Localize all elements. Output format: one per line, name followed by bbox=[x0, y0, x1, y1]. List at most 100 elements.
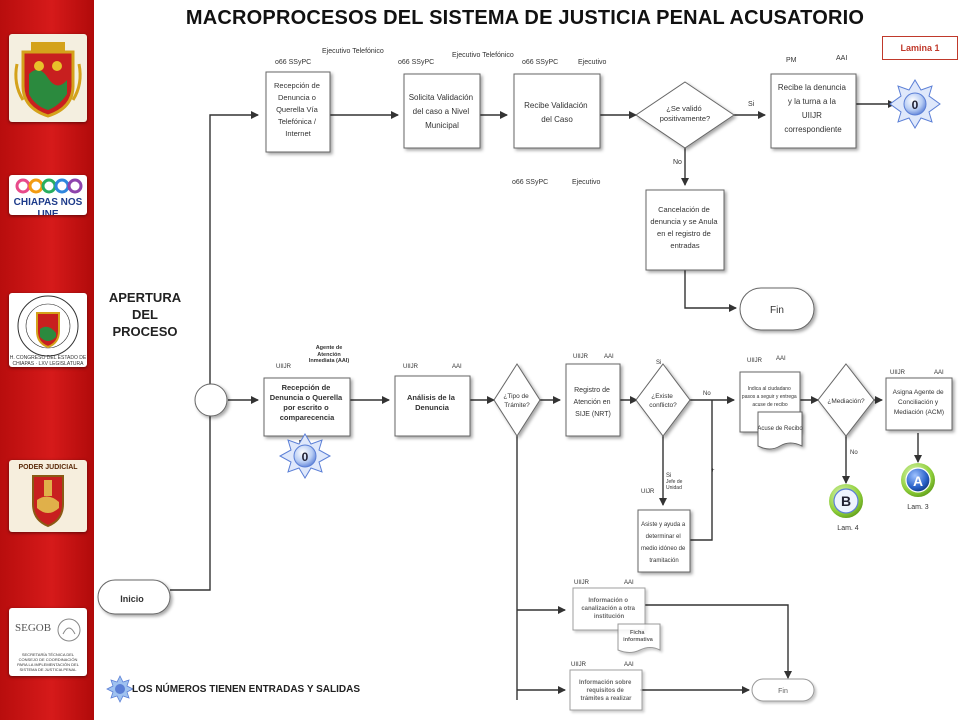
box-text: Recibe la denuncia bbox=[778, 83, 847, 92]
role-label: AAI bbox=[452, 364, 462, 370]
role-label: Ejecutivo Telefónico bbox=[452, 52, 514, 59]
legend-note: LOS NÚMEROS TIENEN ENTRADAS Y SALIDAS bbox=[132, 684, 360, 695]
svg-text:Ficha informativa: Ficha informativa bbox=[623, 630, 654, 643]
process-box-recibe-denuncia: Recibe la denuncia y la turna a la UIIJR… bbox=[770, 73, 857, 149]
box-text: en el registro de bbox=[657, 229, 711, 238]
role-label: AAI bbox=[624, 662, 634, 668]
svg-text:Análisis de la Denuncia: Análisis de la Denuncia bbox=[407, 393, 457, 412]
box-text: Asiste y ayuda a bbox=[641, 522, 686, 528]
top-flow-roles: o66 SSyPC Ejecutivo Telefónico o66 SSyPC… bbox=[275, 48, 847, 186]
terminator-inicio: Inicio bbox=[97, 579, 171, 615]
svg-text:Recepción de Denuncia o: Recepción de Denuncia o Querella por esc… bbox=[270, 383, 345, 422]
box-text: tramitación bbox=[649, 558, 678, 564]
process-box-canalizacion: Información o canalización a otra instit… bbox=[572, 587, 646, 631]
section-label-line: DEL bbox=[132, 307, 158, 322]
box-text: Denuncia o bbox=[278, 93, 316, 102]
box-text: Recepción de bbox=[282, 383, 331, 392]
connector-number: 0 bbox=[302, 450, 309, 464]
process-box-asiste-ayuda: Asiste y ayuda a determinar el medio idó… bbox=[637, 509, 691, 573]
box-text: acuse de recibo bbox=[752, 402, 788, 408]
role-label: Ejecutivo bbox=[578, 59, 607, 66]
terminator-fin-bottom: Fin bbox=[751, 678, 815, 702]
chiapas-coat-of-arms-logo bbox=[9, 34, 87, 122]
section-label-line: APERTURA bbox=[108, 290, 182, 305]
page-title: MACROPROCESOS DEL SISTEMA DE JUSTICIA PE… bbox=[185, 7, 865, 29]
box-text: Análisis de la bbox=[407, 393, 456, 402]
box-text: Recibe Validación bbox=[524, 101, 587, 110]
role-label: UIIJR bbox=[403, 364, 419, 370]
box-text: Denuncia o Querella bbox=[270, 393, 343, 402]
box-text: correspondiente bbox=[784, 125, 842, 134]
connector-lines bbox=[170, 100, 922, 700]
role-label: Agente de Atención Inmediata (AAI) bbox=[308, 345, 350, 364]
box-text: SIJE (NRT) bbox=[575, 411, 611, 418]
role-label: UIIJR bbox=[574, 580, 590, 586]
box-text: Recepción de bbox=[274, 81, 320, 90]
role-label: UIIJR bbox=[573, 354, 589, 360]
terminator-fin-top: Fin bbox=[739, 287, 815, 331]
decision-tipo-tramite: ¿Tipo de Trámite? bbox=[493, 363, 541, 437]
inicio-text: Inicio bbox=[120, 594, 144, 604]
connector-ref: Lam. 4 bbox=[837, 525, 859, 532]
process-box-requisitos: Información sobre requisitos de trámites… bbox=[569, 669, 643, 711]
process-box-cancelacion: Cancelación de denuncia y se Anula en el… bbox=[645, 189, 725, 271]
decision-text: ¿Existe bbox=[651, 393, 673, 400]
role-label: o66 SSyPC bbox=[512, 179, 548, 186]
svg-text:Cancelación de denuncia: Cancelación de denuncia y se Anula en el… bbox=[650, 205, 719, 250]
box-text: determinar el bbox=[646, 534, 681, 540]
role-label: Jefe de Unidad bbox=[666, 479, 683, 491]
box-text: Telefónica / bbox=[278, 117, 317, 126]
segob-text: SEGOB bbox=[15, 622, 52, 634]
svg-text:Registro de Atención en: Registro de Atención en SIJE (NRT) bbox=[574, 387, 613, 418]
process-box-asigna-agente: Asigna Agente de Conciliación y Mediació… bbox=[885, 377, 953, 431]
svg-text:Solicita Validación del: Solicita Validación del caso a Nivel Mun… bbox=[409, 93, 476, 130]
acuse-text: Acuse de Recibo bbox=[757, 426, 803, 432]
svg-text:Indica al ciudadano paso: Indica al ciudadano pasos a seguir y ent… bbox=[742, 386, 798, 408]
svg-text:¿Tipo de Trámite?: ¿Tipo de Trámite? bbox=[503, 393, 530, 409]
no-label: No bbox=[673, 159, 682, 166]
box-text: Internet bbox=[285, 129, 311, 138]
box-text: Atención en bbox=[574, 399, 611, 406]
role-label: UIIJR bbox=[747, 358, 763, 364]
svg-text:Información o canalizaci: Información o canalización a otra instit… bbox=[581, 598, 636, 620]
box-text: Información sobre bbox=[579, 680, 632, 686]
section-label: APERTURA DEL PROCESO bbox=[100, 289, 190, 340]
poder-judicial-logo: PODER JUDICIAL bbox=[9, 460, 87, 532]
decision-existe-conflicto: ¿Existe conflicto? bbox=[635, 363, 691, 437]
connector-zero-top: 0 bbox=[889, 79, 941, 129]
box-text: Denuncia bbox=[415, 403, 450, 412]
plus-marker: + bbox=[711, 468, 715, 474]
box-text: denuncia y se Anula bbox=[650, 217, 718, 226]
decision-text: positivamente? bbox=[660, 114, 710, 123]
decision-text: conflicto? bbox=[649, 402, 677, 409]
box-text: Solicita Validación bbox=[409, 93, 473, 102]
box-text: Ficha bbox=[630, 630, 645, 636]
box-text: Querella Vía bbox=[276, 105, 319, 114]
process-box-recepcion-escrito: Recepción de Denuncia o Querella por esc… bbox=[263, 377, 351, 437]
svg-text:Recibe Validación del Ca: Recibe Validación del Caso bbox=[524, 101, 590, 124]
connector-letter: A bbox=[913, 473, 923, 489]
congreso-chiapas-logo: H. CONGRESO DEL ESTADO DE CHIAPAS · LXV … bbox=[9, 293, 87, 367]
connector-a: A Lam. 3 bbox=[901, 463, 935, 511]
role-label: UIIJR bbox=[890, 370, 906, 376]
svg-text:¿Existe conflicto?: ¿Existe conflicto? bbox=[649, 393, 677, 409]
svg-text:Asigna Agente de Concili: Asigna Agente de Conciliación y Mediació… bbox=[893, 389, 946, 416]
box-text: requisitos de bbox=[586, 688, 624, 694]
process-box-recibe-validacion: Recibe Validación del Caso bbox=[513, 73, 601, 149]
box-text: del caso a Nivel bbox=[413, 107, 470, 116]
box-text: entradas bbox=[670, 241, 699, 250]
box-text: Conciliación y bbox=[898, 399, 939, 406]
role-label: UIIJR bbox=[571, 662, 587, 668]
svg-text:Recibe la denuncia y la: Recibe la denuncia y la turna a la UIIJR… bbox=[778, 83, 848, 134]
connector-zero-bottom: 0 bbox=[278, 433, 332, 479]
chiapas-nos-une-text: CHIAPAS NOS UNE bbox=[13, 197, 83, 215]
poder-judicial-text: PODER JUDICIAL bbox=[18, 464, 78, 471]
process-box-recepcion-telefonica: Recepción de Denuncia o Querella Vía Tel… bbox=[265, 71, 331, 153]
lamina-badge: Lamina 1 bbox=[882, 36, 958, 60]
section-label-line: PROCESO bbox=[112, 324, 178, 339]
box-text: informativa bbox=[623, 637, 654, 643]
box-text: del Caso bbox=[541, 115, 573, 124]
box-text: UIIJR bbox=[802, 111, 822, 120]
starburst-icon bbox=[106, 675, 134, 703]
